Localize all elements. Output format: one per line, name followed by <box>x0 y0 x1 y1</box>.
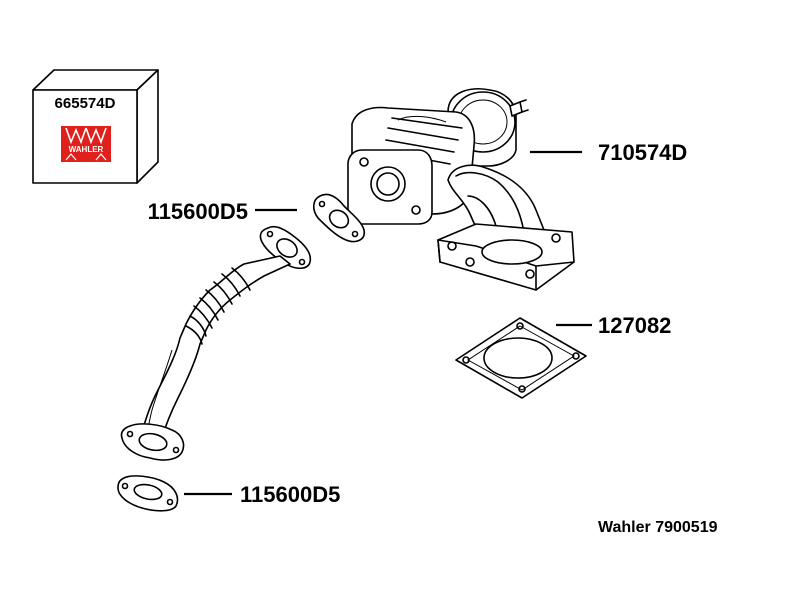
caption: Wahler 7900519 <box>598 519 718 536</box>
egr-valve-drawing <box>347 88 575 291</box>
wahler-logo: WAHLER <box>61 126 111 162</box>
pipe-upper-flange-drawing <box>259 225 312 270</box>
kit-box-part-number: 665574D <box>55 95 116 112</box>
part-label-gasket-lower: 115600D5 <box>240 482 340 507</box>
egr-pipe-drawing <box>141 255 291 439</box>
gasket-lower-drawing <box>117 475 179 512</box>
kit-box: 665574D WAHLER <box>32 69 159 184</box>
part-label-square-gasket: 127082 <box>598 313 671 338</box>
wahler-logo-text: WAHLER <box>69 145 104 154</box>
pipe-lower-flange-drawing <box>120 423 185 461</box>
part-label-gasket-upper: 115600D5 <box>148 199 248 224</box>
square-gasket-drawing <box>455 317 587 399</box>
part-label-egr-valve: 710574D <box>598 140 687 165</box>
gasket-upper-drawing <box>312 193 366 243</box>
